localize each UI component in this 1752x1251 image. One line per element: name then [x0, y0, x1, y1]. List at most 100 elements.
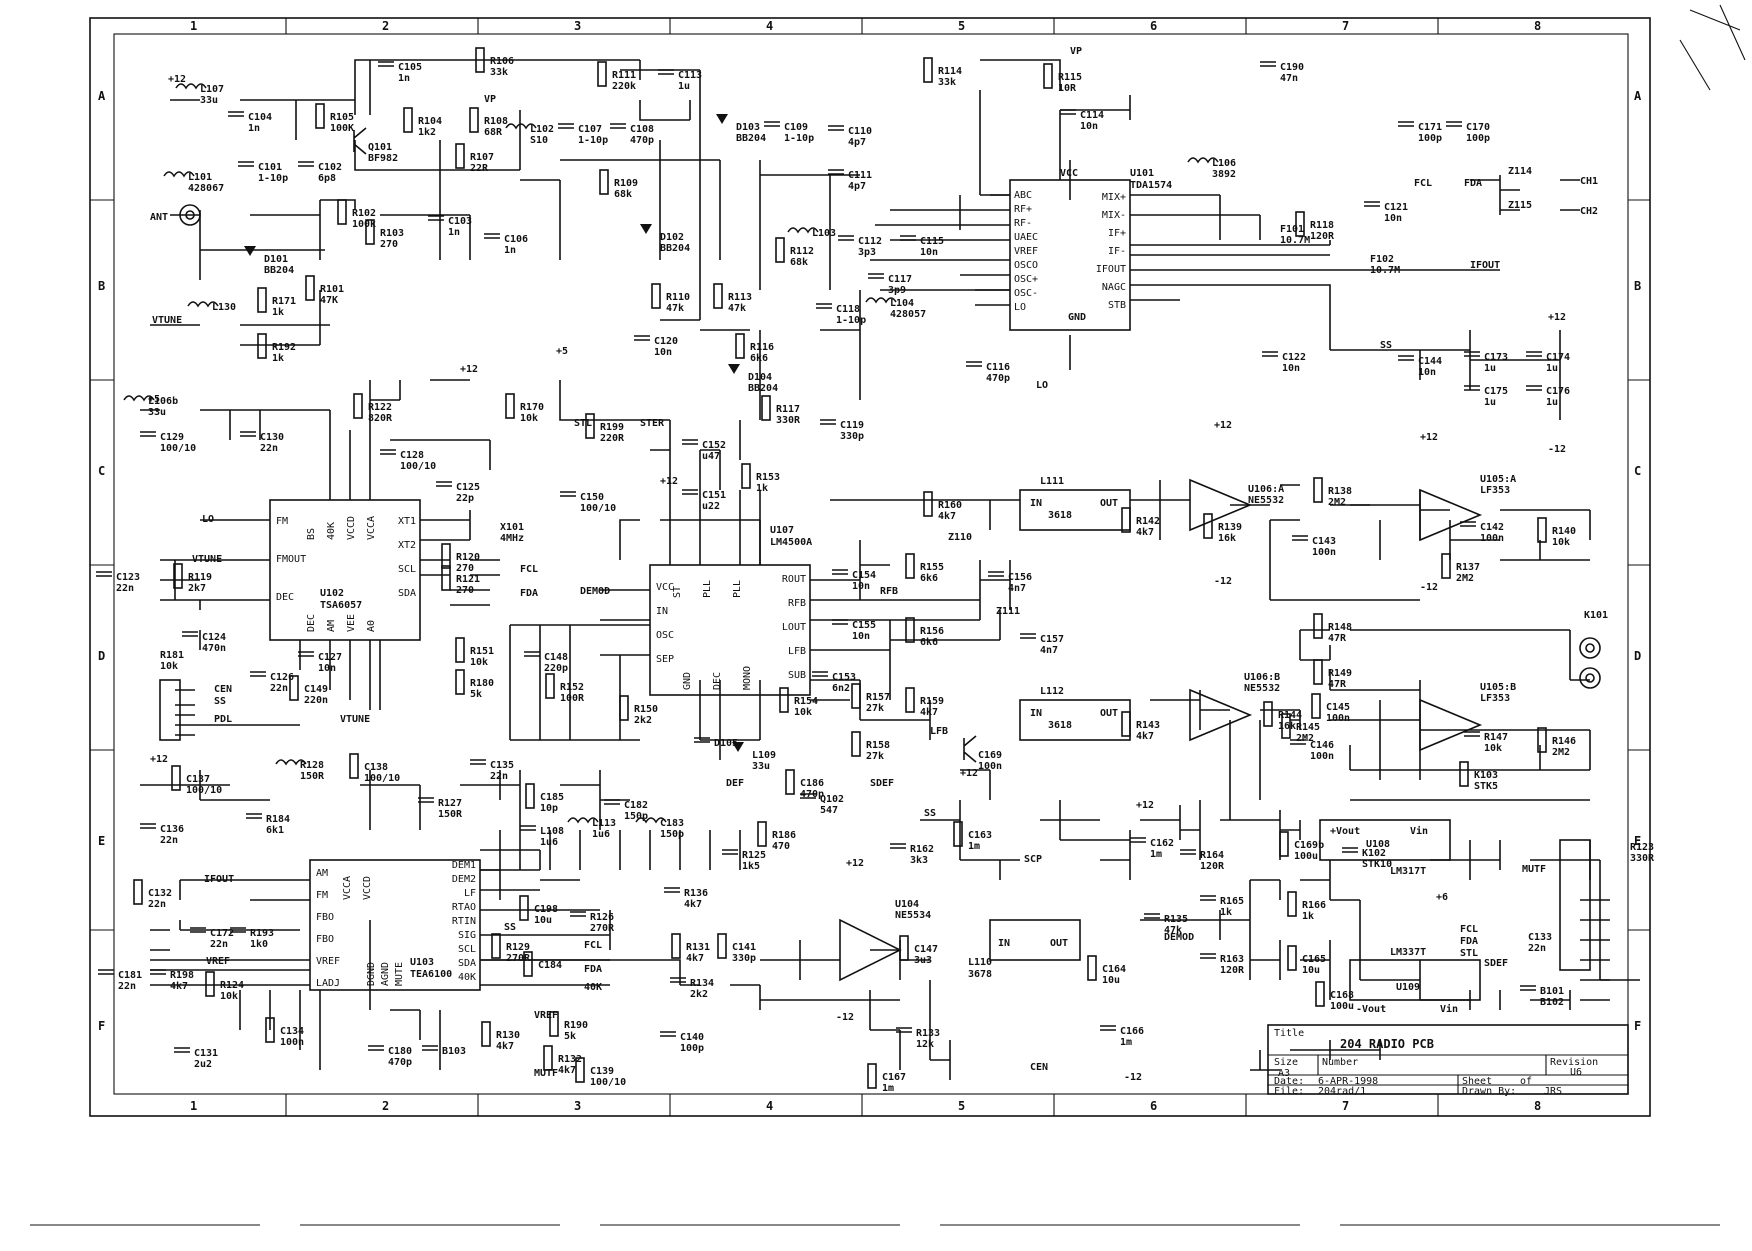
u102-pin-right-0: XT1 [398, 516, 416, 527]
component-ref-185: C167 [882, 1072, 906, 1083]
component-ref-125: D105 [714, 738, 738, 749]
component-symbol-173 [150, 969, 166, 975]
component-symbol-125 [694, 737, 710, 743]
component-symbol-149 [1342, 847, 1358, 853]
u103-pin-left-0: AM [316, 868, 328, 879]
component-symbol-62 [1464, 351, 1480, 357]
component-symbol-5 [597, 61, 607, 87]
u107-part: LM4500A [770, 537, 812, 548]
component-value-67: 100/10 [160, 443, 196, 454]
component-ref-56: D104 [748, 372, 772, 383]
component-value-10: 47n [1280, 73, 1298, 84]
component-ref-82: R138 [1328, 486, 1352, 497]
component-value-12: 100p [1466, 133, 1490, 144]
component-value-171: 22n [1528, 943, 1546, 954]
revision-value: U6 [1570, 1067, 1582, 1078]
u101-pin-left-3: UAEC [1014, 232, 1038, 243]
component-value-105: 10k [470, 657, 488, 668]
component-symbol-114 [905, 687, 915, 713]
row-label-f-right: F [1634, 1019, 1641, 1033]
component-symbol-156 [491, 933, 501, 959]
row-label-c-right: C [1634, 464, 1641, 478]
jack-ant [179, 204, 201, 226]
component-value-50: 47k [728, 303, 746, 314]
component-symbol-29 [640, 224, 652, 234]
component-symbol-46 [257, 287, 267, 313]
net-p12-c: +12 [460, 364, 478, 375]
ic-u107 [649, 564, 811, 696]
component-ref-37: C115 [920, 236, 944, 247]
component-symbol-0 [175, 83, 207, 90]
col-label-2: 2 [382, 19, 389, 33]
component-symbol-136 [520, 825, 536, 831]
net-m12-d: -12 [1124, 1072, 1142, 1083]
component-symbol-12 [1446, 121, 1462, 127]
component-value-59: 470p [986, 373, 1010, 384]
u108-pin-vout: +Vout [1330, 826, 1360, 837]
component-value-185: 1m [882, 1083, 894, 1094]
component-symbol-36 [775, 237, 785, 263]
component-ref-11: C171 [1418, 122, 1442, 133]
net-sdef: SDEF [870, 778, 894, 789]
l111-ref: L111 [1040, 476, 1064, 487]
u102-pin-bot-2: VEE [346, 614, 357, 632]
component-symbol-120 [1464, 731, 1480, 737]
component-symbol-56 [728, 364, 740, 374]
component-symbol-167 [1287, 945, 1297, 971]
u105a-ref: U105:A [1480, 474, 1516, 485]
jack-k101 [1579, 637, 1601, 689]
component-value-3: 1n [398, 73, 410, 84]
component-ref-141: C186 [800, 778, 824, 789]
component-ref-51: C117 [888, 274, 912, 285]
component-value-39: 120R [1310, 231, 1335, 242]
u109-ref: U109 [1396, 982, 1420, 993]
component-symbol-147 [1180, 849, 1196, 855]
component-value-116: 16k [1278, 721, 1296, 732]
component-ref-133: R184 [266, 814, 290, 825]
component-symbol-35 [838, 235, 854, 241]
component-symbol-132 [140, 823, 156, 829]
component-ref-111: R154 [794, 696, 818, 707]
component-symbol-164 [1087, 955, 1097, 981]
component-ref-136: L108 [540, 826, 564, 837]
u107-pin-left-3: SEP [656, 654, 674, 665]
u106b-part: NE5532 [1244, 683, 1280, 694]
component-ref-35: C112 [858, 236, 882, 247]
component-value-165: 1k [1220, 907, 1232, 918]
l112-pin-out: OUT [1100, 708, 1118, 719]
component-symbol-182 [575, 1057, 585, 1083]
component-value-182: 100/10 [590, 1077, 626, 1088]
row-label-e: E [98, 834, 105, 848]
component-value-140: 470 [772, 841, 790, 852]
component-value-85: 10k [1552, 537, 1570, 548]
net-cen-b: CEN [1030, 1062, 1048, 1073]
component-symbol-108 [619, 695, 629, 721]
component-symbol-48 [257, 333, 267, 359]
component-ref-78: C150 [580, 492, 604, 503]
component-ref-175: C134 [280, 1026, 304, 1037]
component-ref-40: C121 [1384, 202, 1408, 213]
component-value-100: 47R [1328, 633, 1347, 644]
component-symbol-16 [505, 123, 537, 130]
net-ss-c: SS [924, 808, 936, 819]
component-value-141: 470p [800, 789, 824, 800]
component-symbol-151 [133, 879, 143, 905]
component-ref-30: R102 [352, 208, 376, 219]
component-ref-162: C147 [914, 944, 938, 955]
component-ref-9: C114 [1080, 110, 1104, 121]
net-fda-top: FDA [1464, 178, 1482, 189]
component-value-73: u47 [702, 451, 720, 462]
component-symbol-15 [353, 127, 367, 155]
u101-pin-left-0: ABC [1014, 190, 1032, 201]
component-value-133: 6k1 [266, 825, 284, 836]
component-symbol-88 [441, 565, 451, 591]
component-symbol-60 [1262, 351, 1278, 357]
component-value-87: 270 [456, 563, 474, 574]
component-symbol-184 [896, 1027, 912, 1033]
component-ref-157: C184 [538, 960, 562, 971]
component-value-56: BB204 [748, 383, 778, 394]
component-ref-52: L104 [890, 298, 914, 309]
component-ref-100: R148 [1328, 622, 1352, 633]
component-symbol-27 [455, 143, 465, 169]
component-symbol-25 [238, 161, 254, 167]
